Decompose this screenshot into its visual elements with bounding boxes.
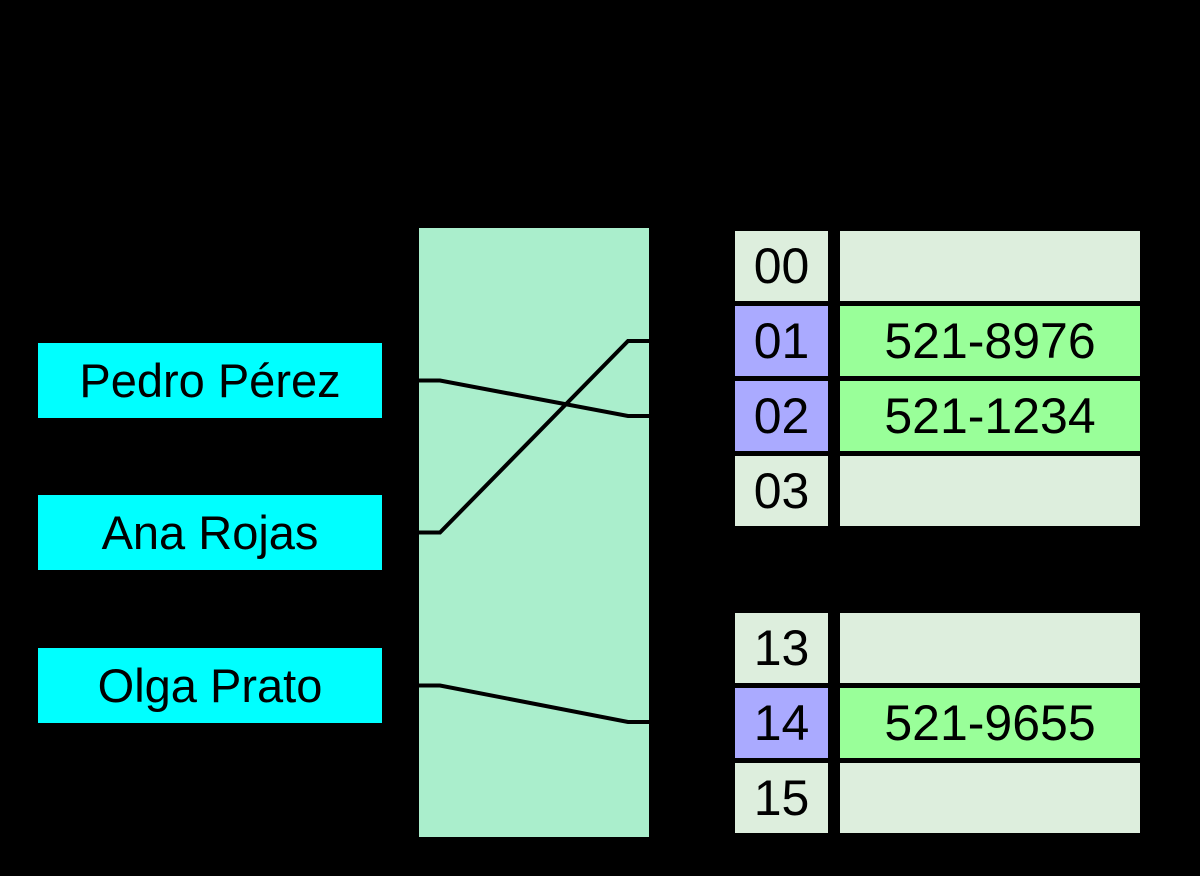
key-box-ana-rojas: Ana Rojas	[38, 495, 382, 570]
bucket-index-14: 14	[753, 695, 810, 751]
bucket-index-13: 13	[753, 620, 810, 676]
bucket-index-00: 00	[753, 238, 810, 294]
bucket-index-cell-03: 03	[735, 456, 828, 526]
bucket-index-cell-00: 00	[735, 231, 828, 301]
bucket-index-15: 15	[753, 770, 810, 826]
bucket-index-01: 01	[753, 313, 810, 369]
bucket-value-cell-15	[840, 763, 1140, 833]
key-box-olga-prato: Olga Prato	[38, 648, 382, 723]
bucket-value-cell-02: 521-1234	[840, 381, 1140, 451]
bucket-index-cell-13: 13	[735, 613, 828, 683]
key-label-olga-prato: Olga Prato	[97, 659, 323, 712]
bucket-value-02: 521-1234	[884, 388, 1096, 444]
key-label-ana-rojas: Ana Rojas	[101, 506, 319, 559]
bucket-index-03: 03	[753, 463, 810, 519]
key-box-pedro-perez: Pedro Pérez	[38, 343, 382, 418]
bucket-index-02: 02	[753, 388, 810, 444]
bucket-value-cell-01: 521-8976	[840, 306, 1140, 376]
bucket-value-cell-03	[840, 456, 1140, 526]
bucket-value-cell-13	[840, 613, 1140, 683]
bucket-index-cell-15: 15	[735, 763, 828, 833]
bucket-value-14: 521-9655	[884, 695, 1096, 751]
bucket-value-01: 521-8976	[884, 313, 1096, 369]
bucket-index-cell-01: 01	[735, 306, 828, 376]
bucket-index-cell-02: 02	[735, 381, 828, 451]
bucket-value-cell-00	[840, 231, 1140, 301]
bucket-value-cell-14: 521-9655	[840, 688, 1140, 758]
bucket-index-cell-14: 14	[735, 688, 828, 758]
hash-function-box	[419, 228, 649, 837]
key-label-pedro-perez: Pedro Pérez	[79, 354, 341, 407]
